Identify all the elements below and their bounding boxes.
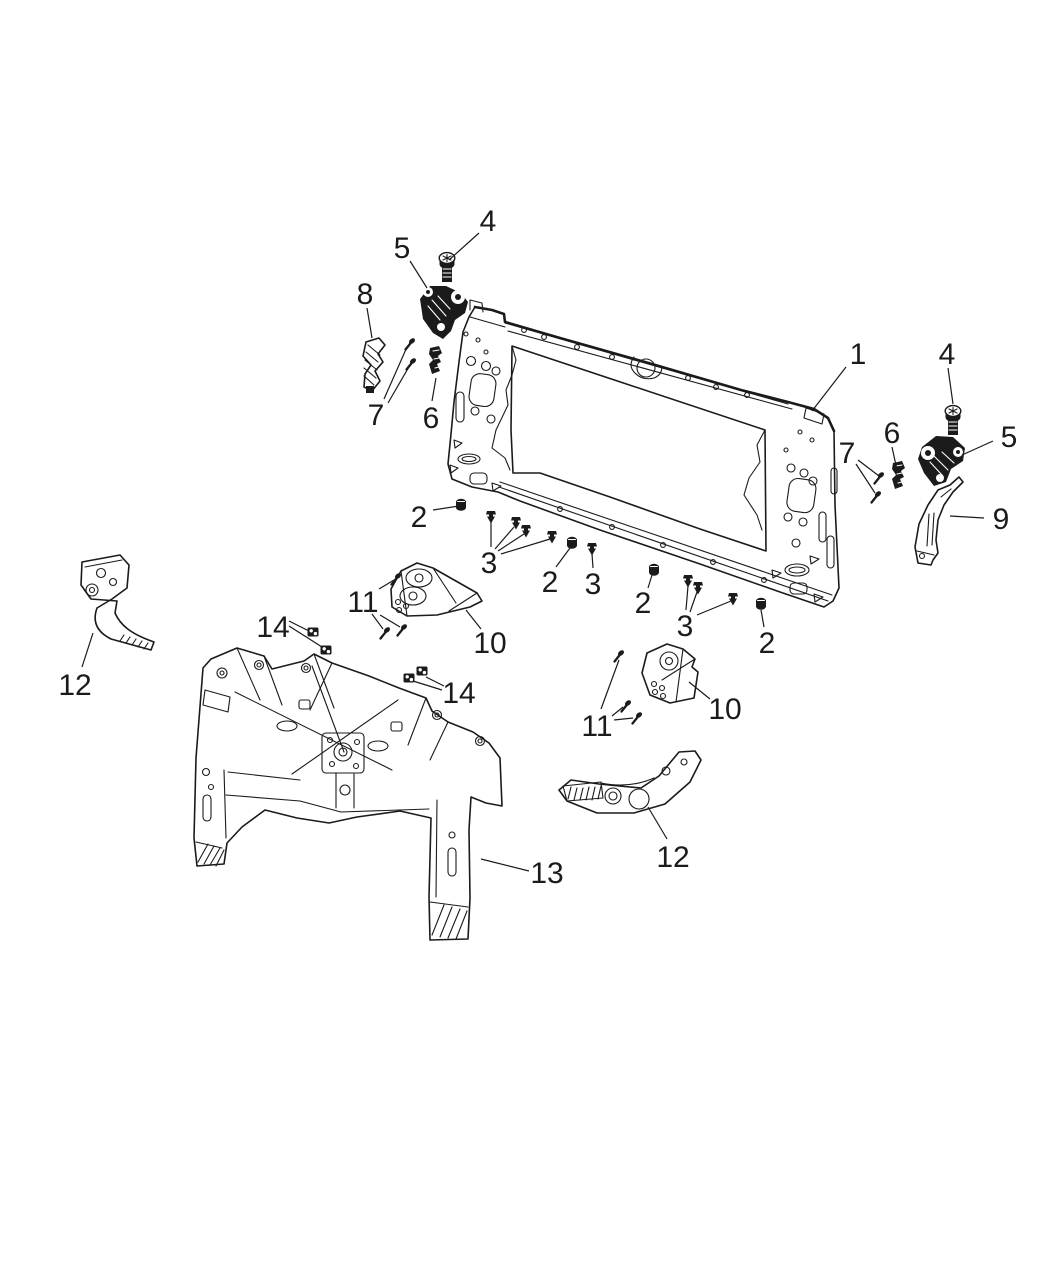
callout-leader-14-left	[288, 620, 310, 632]
callout-leader-2-d	[760, 609, 765, 628]
callout-leader-8	[366, 307, 373, 339]
callout-leader-7-right	[857, 459, 880, 477]
callout-leader-3-c	[685, 585, 689, 611]
callout-2-a[interactable]: 2	[411, 501, 428, 534]
callout-leader-10-left	[465, 609, 482, 630]
callout-2-c[interactable]: 2	[635, 587, 652, 620]
callout-leader-12-left	[81, 632, 94, 668]
callout-2-b[interactable]: 2	[542, 566, 559, 599]
callout-14-right[interactable]: 14	[442, 677, 475, 710]
callout-leader-3-c	[696, 600, 732, 616]
callout-leader-11-right	[600, 659, 620, 710]
callout-leader-11-right	[611, 706, 624, 717]
part-clip-6-right	[891, 460, 906, 490]
callout-2-d[interactable]: 2	[759, 627, 776, 660]
callout-leader-7-right	[855, 463, 876, 494]
part-bolt-4-right	[944, 404, 962, 436]
callout-leader-14-right	[425, 676, 445, 687]
callout-leader-7-left	[383, 346, 408, 400]
callout-13[interactable]: 13	[530, 857, 563, 890]
callout-10-left[interactable]: 10	[473, 627, 506, 660]
callout-leader-6-left	[431, 377, 437, 402]
callout-leader-10-right	[688, 681, 711, 700]
part-clips-14-right	[403, 666, 428, 683]
part-mount-bracket-10-right	[641, 643, 699, 704]
part-clip-6-left	[428, 345, 443, 375]
callout-leader-3-b	[591, 553, 594, 569]
part-upper-bracket-5-left	[420, 286, 468, 339]
callout-6-right[interactable]: 6	[884, 417, 901, 450]
part-hood-bracket-8	[362, 337, 386, 393]
part-clips-14-left	[307, 627, 332, 655]
callout-4-upper-right[interactable]: 4	[939, 338, 956, 371]
part-radiator-support-panel	[447, 299, 840, 608]
callout-6-left[interactable]: 6	[423, 402, 440, 435]
part-upper-bracket-5-right	[918, 436, 965, 486]
callout-3-c[interactable]: 3	[677, 610, 694, 643]
part-mount-bracket-10-left	[390, 562, 483, 617]
callout-leader-11-left	[379, 614, 401, 628]
callout-4-upper-left[interactable]: 4	[480, 205, 497, 238]
callout-5-upper-left[interactable]: 5	[394, 232, 411, 265]
part-bracket-12-right	[558, 750, 702, 814]
callout-8[interactable]: 8	[357, 278, 374, 311]
callout-leader-4-upper-left	[448, 232, 480, 261]
callout-12-right[interactable]: 12	[656, 841, 689, 874]
callout-leader-2-b	[555, 547, 571, 568]
callout-7-left[interactable]: 7	[368, 399, 385, 432]
callout-leader-2-a	[432, 505, 460, 511]
callout-11-left[interactable]: 11	[347, 586, 378, 619]
callout-12-left[interactable]: 12	[58, 669, 91, 702]
part-side-bracket-9	[914, 476, 964, 566]
part-screws-7-left	[404, 335, 419, 371]
callout-leader-6-right	[891, 446, 898, 471]
part-crossmember	[193, 647, 503, 941]
callout-leader-11-right	[613, 717, 634, 721]
callout-leader-11-left	[378, 579, 395, 590]
callout-leader-14-right	[412, 680, 443, 691]
callout-leader-3-a	[494, 526, 515, 550]
callout-leader-11-left	[371, 613, 384, 630]
callout-leader-12-right	[647, 806, 668, 840]
callout-11-right[interactable]: 11	[581, 710, 612, 743]
callout-3-b[interactable]: 3	[585, 568, 602, 601]
callout-leader-2-c	[647, 574, 653, 589]
part-nuts-2	[455, 498, 767, 611]
callout-leader-3-a	[497, 533, 525, 552]
callout-leader-3-c	[689, 591, 698, 613]
callout-leader-7-left	[387, 364, 411, 404]
callout-leader-13	[480, 858, 530, 872]
callout-leader-4-upper-right	[947, 367, 954, 405]
callout-9[interactable]: 9	[993, 503, 1010, 536]
callout-10-right[interactable]: 10	[708, 693, 741, 726]
callout-5-upper-right[interactable]: 5	[1001, 421, 1018, 454]
part-bracket-12-left	[80, 554, 155, 651]
callout-leader-5-upper-left	[409, 260, 428, 289]
callout-14-left[interactable]: 14	[256, 611, 289, 644]
callout-leader-1	[811, 366, 847, 412]
callout-leader-5-upper-right	[961, 440, 994, 456]
callout-1[interactable]: 1	[850, 338, 867, 371]
callout-3-a[interactable]: 3	[481, 547, 498, 580]
part-clips-3	[486, 511, 738, 606]
callout-leader-3-a	[500, 538, 551, 555]
callout-leader-14-left	[288, 625, 323, 648]
callout-7-right[interactable]: 7	[839, 437, 856, 470]
callout-leader-9	[949, 515, 985, 519]
